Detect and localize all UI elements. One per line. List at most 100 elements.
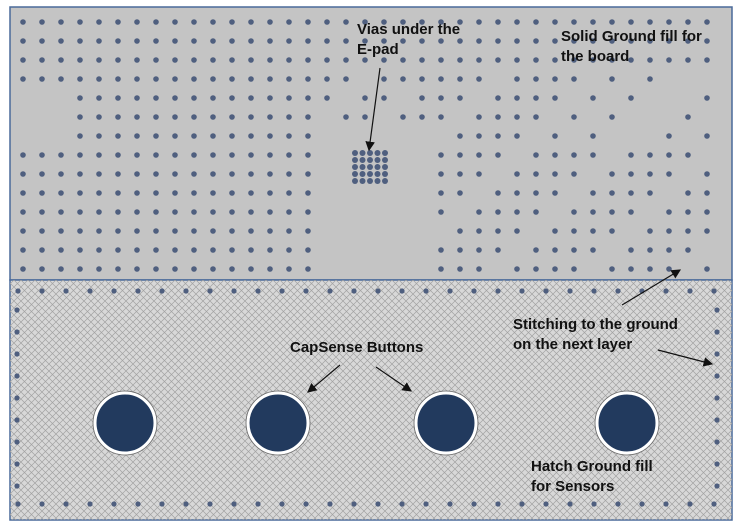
solid-via — [533, 209, 539, 215]
epad-via — [352, 150, 358, 156]
solid-via — [153, 95, 159, 101]
solid-via — [191, 57, 197, 63]
solid-via — [590, 57, 596, 63]
solid-via — [305, 76, 311, 82]
solid-via — [628, 209, 634, 215]
solid-via — [419, 57, 425, 63]
solid-via — [229, 38, 235, 44]
solid-via — [609, 76, 615, 82]
solid-via — [191, 171, 197, 177]
capsense-button-1 — [93, 391, 157, 455]
solid-via — [704, 38, 710, 44]
solid-via — [286, 152, 292, 158]
solid-via — [571, 114, 577, 120]
solid-via — [115, 247, 121, 253]
solid-via — [229, 247, 235, 253]
solid-via — [476, 171, 482, 177]
stitch-via — [327, 288, 333, 294]
solid-via — [457, 228, 463, 234]
solid-via — [210, 247, 216, 253]
capsense-button-4-ring — [594, 390, 660, 456]
epad-via — [352, 171, 358, 177]
solid-via — [134, 38, 140, 44]
stitch-via — [714, 439, 720, 445]
solid-via — [628, 152, 634, 158]
solid-via — [248, 266, 254, 272]
solid-via — [343, 114, 349, 120]
solid-via — [495, 209, 501, 215]
solid-via — [267, 266, 273, 272]
stitch-via — [471, 501, 477, 507]
solid-via — [552, 57, 558, 63]
stitch-via — [135, 501, 141, 507]
solid-via — [438, 209, 444, 215]
solid-via — [514, 190, 520, 196]
solid-via — [514, 38, 520, 44]
stitch-via — [399, 501, 405, 507]
solid-via — [248, 38, 254, 44]
stitch-via — [639, 501, 645, 507]
solid-via — [172, 247, 178, 253]
solid-via — [96, 19, 102, 25]
stitch-via — [14, 417, 20, 423]
stitch-via — [351, 501, 357, 507]
solid-via — [77, 228, 83, 234]
solid-via — [96, 95, 102, 101]
solid-via — [533, 57, 539, 63]
epad-via — [374, 157, 381, 163]
solid-via — [438, 76, 444, 82]
solid-via — [191, 76, 197, 82]
solid-via — [628, 95, 634, 101]
solid-via — [153, 38, 159, 44]
solid-via — [267, 133, 273, 139]
solid-via — [419, 38, 425, 44]
stitch-via — [183, 288, 189, 294]
solid-via — [286, 266, 292, 272]
solid-via — [39, 247, 45, 253]
solid-via — [305, 19, 311, 25]
epad-via — [382, 178, 388, 184]
solid-via — [590, 152, 596, 158]
solid-via — [77, 38, 83, 44]
solid-via — [58, 266, 64, 272]
label-vias-line2: E-pad — [357, 41, 399, 58]
solid-via — [172, 133, 178, 139]
stitch-via — [159, 501, 165, 507]
solid-via — [58, 209, 64, 215]
solid-via — [77, 114, 83, 120]
solid-via — [20, 76, 26, 82]
solid-via — [514, 133, 520, 139]
solid-via — [39, 76, 45, 82]
solid-via — [58, 152, 64, 158]
solid-via — [77, 76, 83, 82]
solid-via — [96, 152, 102, 158]
solid-via — [210, 19, 216, 25]
epad-via — [374, 171, 381, 177]
stitch-via — [711, 288, 717, 294]
solid-via — [286, 38, 292, 44]
solid-via — [305, 38, 311, 44]
solid-via — [248, 209, 254, 215]
solid-via — [39, 266, 45, 272]
stitch-via — [39, 288, 45, 294]
solid-via — [191, 209, 197, 215]
epad-via — [359, 178, 366, 184]
solid-via — [590, 133, 596, 139]
epad-via — [367, 178, 373, 184]
solid-via — [286, 114, 292, 120]
solid-via — [153, 247, 159, 253]
solid-via — [115, 171, 121, 177]
stitch-via — [519, 288, 525, 294]
solid-via — [172, 190, 178, 196]
solid-via — [571, 247, 577, 253]
stitch-via — [495, 501, 501, 507]
stitch-via — [207, 288, 213, 294]
solid-via — [267, 76, 273, 82]
solid-via — [438, 247, 444, 253]
label-hatch-line2: for Sensors — [531, 478, 615, 495]
solid-via — [229, 19, 235, 25]
solid-via — [685, 228, 691, 234]
stitch-via — [15, 501, 21, 507]
solid-via — [666, 247, 672, 253]
label-stitching: Stitching to the ground on the next laye… — [513, 315, 678, 355]
